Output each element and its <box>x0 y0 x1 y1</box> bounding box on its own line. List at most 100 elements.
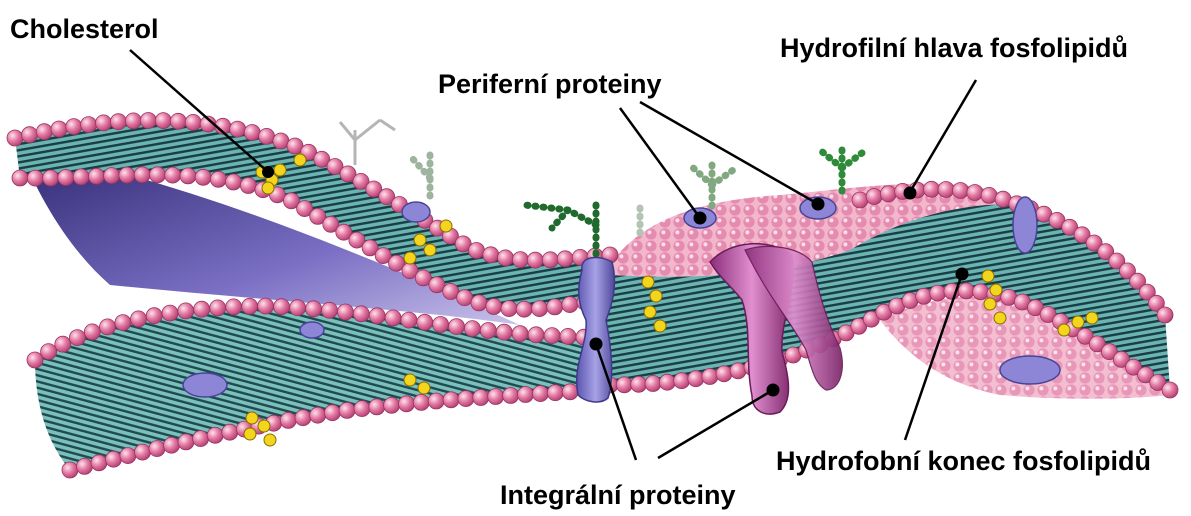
phospholipid-head <box>702 369 718 385</box>
phospholipid-head <box>165 167 181 183</box>
phospholipid-head <box>1162 382 1178 398</box>
phospholipid-head <box>180 168 196 184</box>
phospholipid-head <box>973 284 989 300</box>
phospholipid-head <box>73 169 89 185</box>
phospholipid-head <box>512 252 528 268</box>
phospholipid-head <box>498 250 514 266</box>
phospholipid-head <box>1157 307 1173 323</box>
phospholipid-head <box>230 121 246 137</box>
phospholipid-head <box>62 462 78 478</box>
phospholipid-head <box>528 327 544 343</box>
phospholipid-head <box>210 300 226 316</box>
label-hydrophobic-tail: Hydrofobní konec fosfolipidů <box>776 448 1151 475</box>
phospholipid-head <box>125 113 141 129</box>
phospholipid-head <box>916 288 932 304</box>
phospholipid-head <box>547 299 563 315</box>
phospholipid-head <box>496 324 512 340</box>
phospholipid-head <box>210 171 226 187</box>
phospholipid-head <box>413 394 429 410</box>
phospholipid-head <box>674 373 690 389</box>
phospholipid-head <box>207 427 223 443</box>
label-peripheral-proteins: Periferní proteiny <box>438 71 662 98</box>
phospholipid-head <box>178 303 194 319</box>
phospholipid-head <box>193 431 209 447</box>
phospholipid-head <box>131 311 147 327</box>
phospholipid-head <box>443 392 459 408</box>
phospholipid-head <box>730 363 746 379</box>
phospholipid-head <box>385 310 401 326</box>
phospholipid-head <box>41 344 57 360</box>
phospholipid-head <box>259 128 275 144</box>
phospholipid-head <box>967 185 983 201</box>
phospholipid-head <box>324 405 340 421</box>
phospholipid-head <box>106 451 122 467</box>
phospholipid-head <box>162 305 178 321</box>
phospholipid-head <box>369 308 385 324</box>
phospholipid-head <box>306 301 322 317</box>
phospholipid-head <box>981 187 997 203</box>
phospholipid-head <box>58 170 74 186</box>
phospholipid-head <box>164 437 180 453</box>
phospholipid-head <box>616 377 632 393</box>
phospholipid-head <box>339 402 355 418</box>
phospholipid-head <box>7 130 23 146</box>
phospholipid-head <box>542 252 558 268</box>
label-hydrophilic-head: Hydrofilní hlava fosfolipidů <box>780 35 1128 62</box>
phospholipid-head <box>135 444 151 460</box>
label-integral-proteins: Integrální proteiny <box>500 482 736 509</box>
phospholipid-head <box>532 386 548 402</box>
phospholipid-head <box>516 301 532 317</box>
phospholipid-head <box>91 455 107 471</box>
phospholipid-head <box>486 299 502 315</box>
phospholipid-head <box>471 295 487 311</box>
phospholipid-head <box>150 167 166 183</box>
phospholipid-head <box>51 121 67 137</box>
phospholipid-head <box>77 458 93 474</box>
phospholipid-head <box>55 336 71 352</box>
phospholipid-head <box>295 410 311 426</box>
phospholipid-head <box>384 397 400 413</box>
phospholipid-head <box>688 371 704 387</box>
phospholipid-head <box>631 376 647 392</box>
phospholipid-head <box>562 384 578 400</box>
phospholipid-head <box>185 114 201 130</box>
phospholipid-head <box>503 388 519 404</box>
phospholipid-head <box>547 385 563 401</box>
phospholipid-head <box>69 330 85 346</box>
phospholipid-head <box>501 301 517 317</box>
phospholipid-head <box>866 189 882 205</box>
phospholipid-head <box>222 424 238 440</box>
phospholipid-head <box>560 328 576 344</box>
phospholipid-head <box>273 133 289 149</box>
phospholipid-head <box>155 113 171 129</box>
phospholipid-head <box>562 297 578 313</box>
phospholipid-head <box>428 393 444 409</box>
phospholipid-head <box>258 298 274 314</box>
phospholipid-head <box>43 170 59 186</box>
phospholipid-head <box>449 319 465 335</box>
phospholipid-head <box>458 391 474 407</box>
phospholipid-head <box>716 366 732 382</box>
phospholipid-head <box>66 119 82 135</box>
phospholipid-head <box>226 299 242 315</box>
phospholipid-head <box>120 448 136 464</box>
phospholipid-head <box>115 315 131 331</box>
phospholipid-head <box>488 389 504 405</box>
phospholipid-head <box>480 323 496 339</box>
phospholipid-head <box>244 125 260 141</box>
phospholipid-head <box>195 169 211 185</box>
phospholipid-head <box>81 117 97 133</box>
phospholipid-head <box>194 301 210 317</box>
phospholipid-head <box>110 114 126 130</box>
phospholipid-head <box>100 319 116 335</box>
phospholipid-head <box>290 300 306 316</box>
phospholipid-head <box>337 304 353 320</box>
phospholipid-head <box>880 186 896 202</box>
phospholipid-head <box>274 299 290 315</box>
glycan-branches-light <box>340 120 395 165</box>
phospholipid-head <box>36 124 52 140</box>
phospholipid-head <box>178 434 194 450</box>
phospholipid-head <box>473 390 489 406</box>
phospholipid-head <box>369 399 385 415</box>
phospholipid-head <box>240 178 256 194</box>
